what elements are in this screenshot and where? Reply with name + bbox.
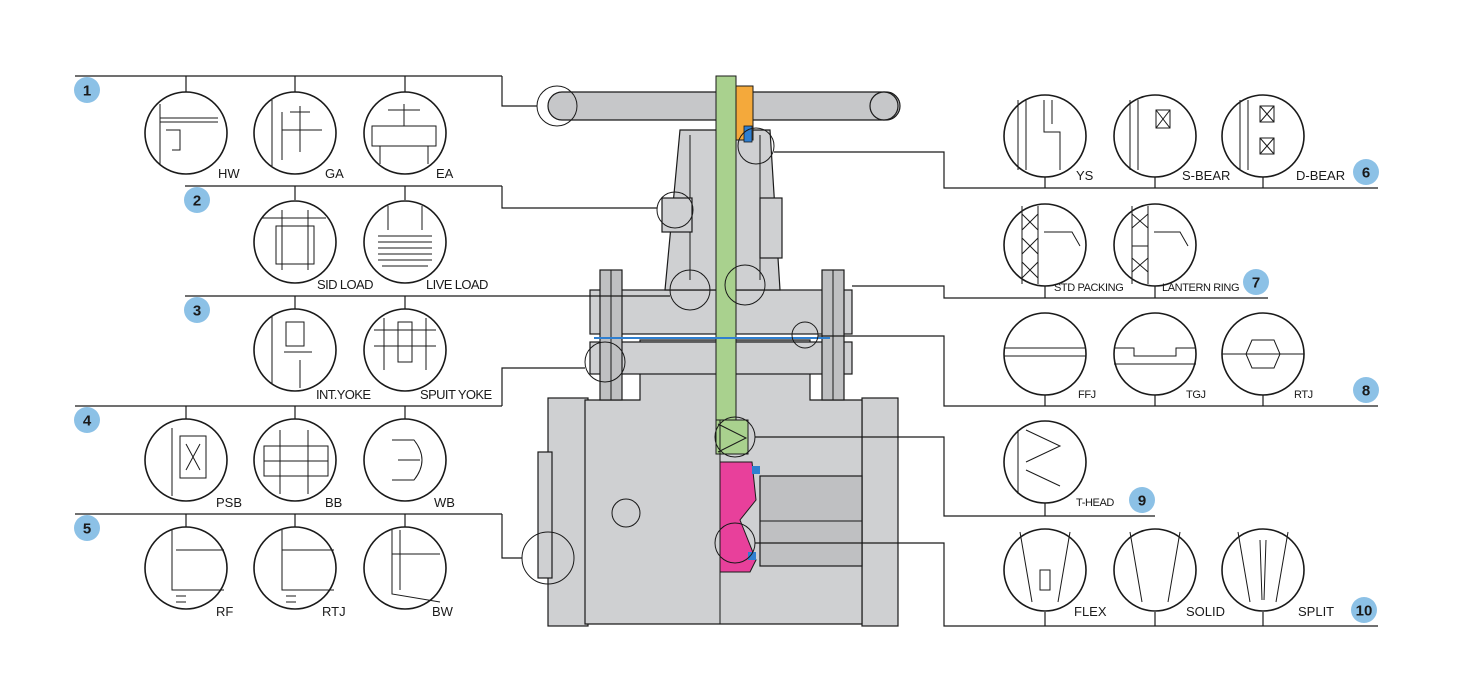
detail-s-bear: S-BEAR <box>1113 94 1230 183</box>
svg-text:5: 5 <box>83 521 91 538</box>
option-label: EA <box>436 166 454 181</box>
detail-rtj: RTJ <box>253 526 346 619</box>
detail-split: SPLIT <box>1221 528 1334 619</box>
detail-ffj: FFJ <box>1003 312 1096 401</box>
badge-6: 6 <box>1353 159 1379 185</box>
option-label: D-BEAR <box>1296 168 1345 183</box>
badge-7: 7 <box>1243 269 1269 295</box>
option-label: STD PACKING <box>1054 282 1123 294</box>
option-label: INT.YOKE <box>316 387 371 402</box>
detail-d-bear: D-BEAR <box>1221 94 1345 183</box>
badge-10: 10 <box>1351 597 1377 623</box>
option-label: GA <box>325 166 344 181</box>
detail-ea: EA <box>363 91 454 181</box>
option-label: LANTERN RING <box>1162 282 1239 294</box>
detail-hw: HW <box>144 91 240 181</box>
option-label: BB <box>325 495 342 510</box>
option-label: PSB <box>216 495 242 510</box>
option-label: SPLIT <box>1298 604 1334 619</box>
detail-rf: RF <box>144 526 233 619</box>
svg-text:8: 8 <box>1362 383 1370 400</box>
option-label: SID LOAD <box>317 277 373 292</box>
option-label: S-BEAR <box>1182 168 1230 183</box>
detail-lantern-ring: LANTERN RING <box>1113 203 1240 294</box>
gate-valve-illustration <box>521 75 901 627</box>
detail-solid: SOLID <box>1113 528 1225 619</box>
badge-5: 5 <box>74 515 100 541</box>
badge-4: 4 <box>74 407 100 433</box>
detail-ys: YS <box>1003 94 1094 183</box>
svg-text:10: 10 <box>1356 603 1373 620</box>
option-label: SPUIT YOKE <box>420 387 492 402</box>
badge-1: 1 <box>74 77 100 103</box>
detail-t-head: T-HEAD <box>1003 420 1115 509</box>
detail-tgj: TGJ <box>1113 312 1206 401</box>
option-label: FFJ <box>1078 389 1096 401</box>
detail-flex: FLEX <box>1003 528 1107 619</box>
option-label: FLEX <box>1074 604 1107 619</box>
badge-3: 3 <box>184 297 210 323</box>
svg-text:3: 3 <box>193 303 201 320</box>
detail-wb: WB <box>363 418 455 510</box>
svg-text:1: 1 <box>83 83 91 100</box>
option-label: SOLID <box>1186 604 1225 619</box>
detail-bw: BW <box>363 526 454 619</box>
svg-text:2: 2 <box>193 193 201 210</box>
svg-text:6: 6 <box>1362 165 1370 182</box>
option-label: HW <box>218 166 240 181</box>
svg-text:9: 9 <box>1138 493 1146 510</box>
option-label: RTJ <box>1294 389 1313 401</box>
option-label: RF <box>216 604 233 619</box>
detail-live-load: LIVE LOAD <box>363 200 489 292</box>
left-leader-lines <box>75 75 670 559</box>
detail-int-yoke: INT.YOKE <box>253 308 372 402</box>
detail-std-packing: STD PACKING <box>1003 203 1124 294</box>
option-label: BW <box>432 604 454 619</box>
option-label: LIVE LOAD <box>426 277 488 292</box>
detail-rtj-ring: RTJ <box>1221 312 1313 401</box>
detail-sid-load: SID LOAD <box>253 200 374 292</box>
option-label: WB <box>434 495 455 510</box>
badge-9: 9 <box>1129 487 1155 513</box>
detail-spuit-yoke: SPUIT YOKE <box>363 308 493 402</box>
detail-ga: GA <box>253 91 344 181</box>
option-label: T-HEAD <box>1076 497 1114 509</box>
detail-bb: BB <box>253 418 342 510</box>
badge-2: 2 <box>184 187 210 213</box>
option-label: RTJ <box>322 604 346 619</box>
option-label: YS <box>1076 168 1094 183</box>
detail-psb: PSB <box>144 418 242 510</box>
option-label: TGJ <box>1186 389 1206 401</box>
right-leader-lines <box>755 151 1378 627</box>
badge-8: 8 <box>1353 377 1379 403</box>
svg-text:7: 7 <box>1252 275 1260 292</box>
svg-text:4: 4 <box>83 413 92 430</box>
